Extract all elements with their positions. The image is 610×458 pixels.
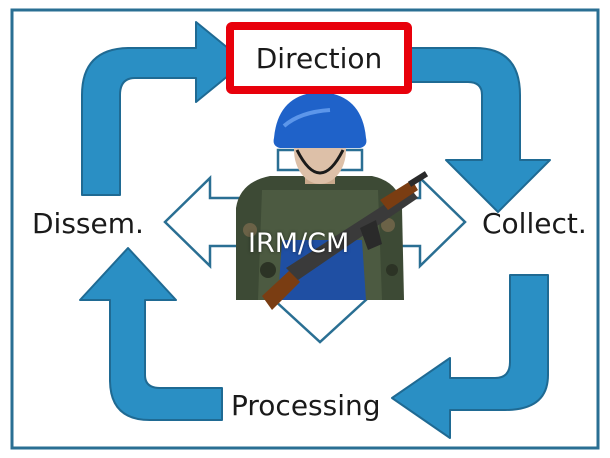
arrow-dissem-to-direction [81,21,246,196]
irm-cm-label: IRM/CM [248,228,350,259]
arrow-collect-to-processing [391,274,549,439]
processing-label: Processing [231,389,381,422]
frame-border [10,8,600,450]
cycle-arrows [79,21,551,439]
soldier-with-rifle-icon [236,92,429,310]
direction-node-box: Direction [226,22,412,94]
dissem-label: Dissem. [32,207,144,240]
hub-down-arrow [268,296,372,344]
arrow-processing-to-dissem [79,247,223,421]
arrow-direction-to-collect [409,47,551,213]
direction-label: Direction [255,41,383,75]
collect-label: Collect. [482,207,587,240]
